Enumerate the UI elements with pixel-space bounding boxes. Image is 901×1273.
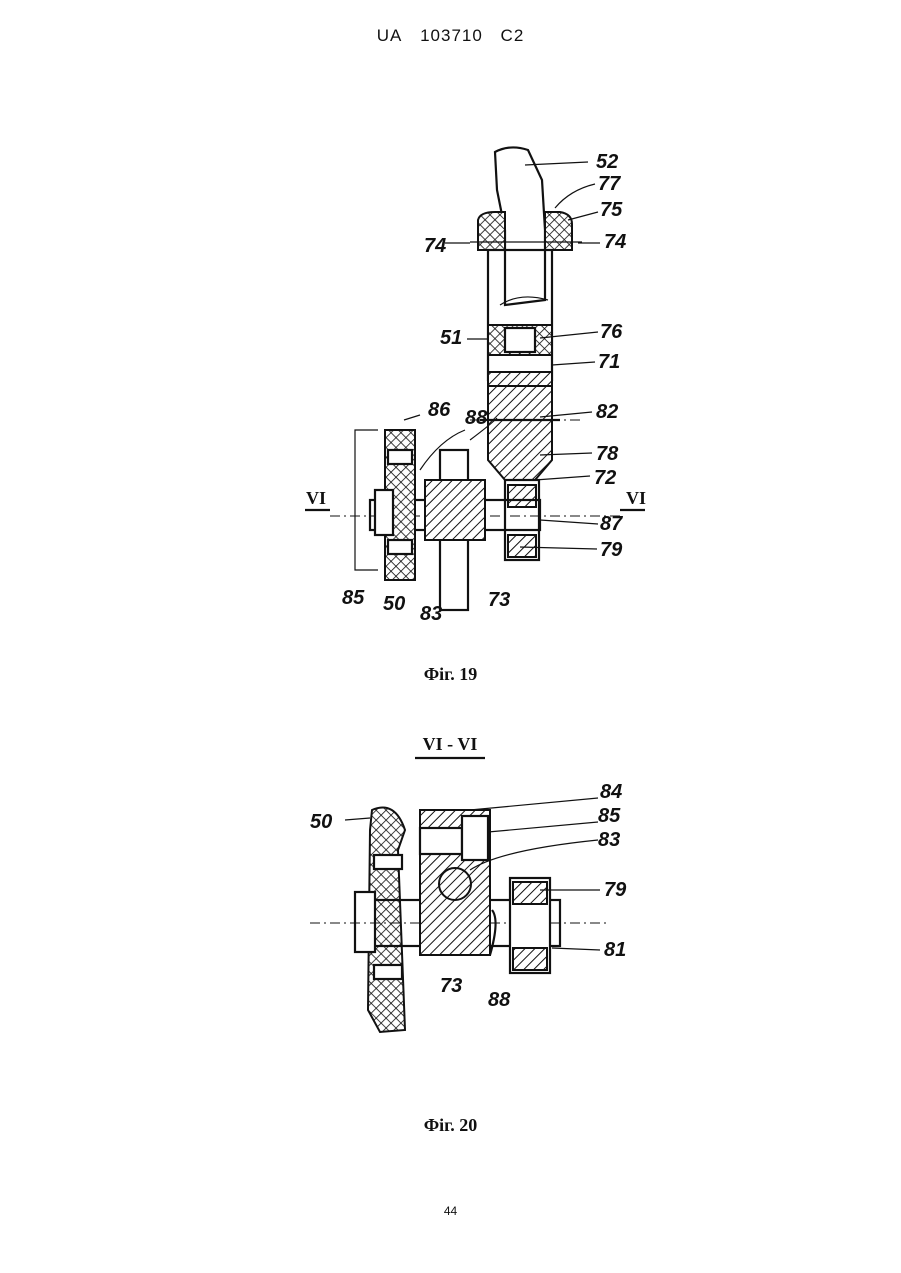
label-73: 73 xyxy=(488,589,510,611)
label-51: 51 xyxy=(440,327,462,349)
label-88: 88 xyxy=(488,989,511,1011)
label-72: 72 xyxy=(594,467,616,489)
label-83: 83 xyxy=(420,603,442,625)
section-mark-right: VI xyxy=(626,488,646,508)
section-title: VI - VI xyxy=(423,734,478,754)
label-52: 52 xyxy=(596,151,618,173)
label-74-left: 74 xyxy=(424,235,446,257)
section-title-wrap: VI - VI xyxy=(0,722,901,762)
label-79: 79 xyxy=(604,879,627,901)
label-78: 78 xyxy=(596,443,619,465)
patent-number: 103710 xyxy=(420,26,483,45)
label-86: 86 xyxy=(428,399,451,421)
label-76: 76 xyxy=(600,321,623,343)
figure-20-caption: Фіг. 20 xyxy=(0,1115,901,1136)
label-87: 87 xyxy=(600,513,623,535)
label-75: 75 xyxy=(600,199,623,221)
page-number: 44 xyxy=(0,1204,901,1218)
label-81: 81 xyxy=(604,939,626,961)
patent-header: UA 103710 C2 xyxy=(0,26,901,46)
label-88: 88 xyxy=(465,407,488,429)
figure-20-svg: 50 84 85 83 79 81 73 88 xyxy=(0,770,901,1060)
label-85: 85 xyxy=(342,587,365,609)
label-82: 82 xyxy=(596,401,618,423)
label-71: 71 xyxy=(598,351,620,373)
label-50: 50 xyxy=(310,811,332,833)
figure-19-drawing: 52 77 75 74 74 51 76 71 88 86 82 78 72 8… xyxy=(0,140,901,630)
figure-19-svg: 52 77 75 74 74 51 76 71 88 86 82 78 72 8… xyxy=(0,140,901,630)
label-85: 85 xyxy=(598,805,621,827)
label-83: 83 xyxy=(598,829,620,851)
figure-20-drawing: 50 84 85 83 79 81 73 88 xyxy=(0,770,901,1060)
label-50: 50 xyxy=(383,593,405,615)
section-mark-left: VI xyxy=(306,488,326,508)
label-84: 84 xyxy=(600,781,622,803)
patent-kind: C2 xyxy=(501,26,525,45)
label-79: 79 xyxy=(600,539,623,561)
label-74-right: 74 xyxy=(604,231,626,253)
label-73: 73 xyxy=(440,975,462,997)
label-77: 77 xyxy=(598,173,621,195)
figure-19-caption: Фіг. 19 xyxy=(0,664,901,685)
patent-office: UA xyxy=(377,26,403,45)
